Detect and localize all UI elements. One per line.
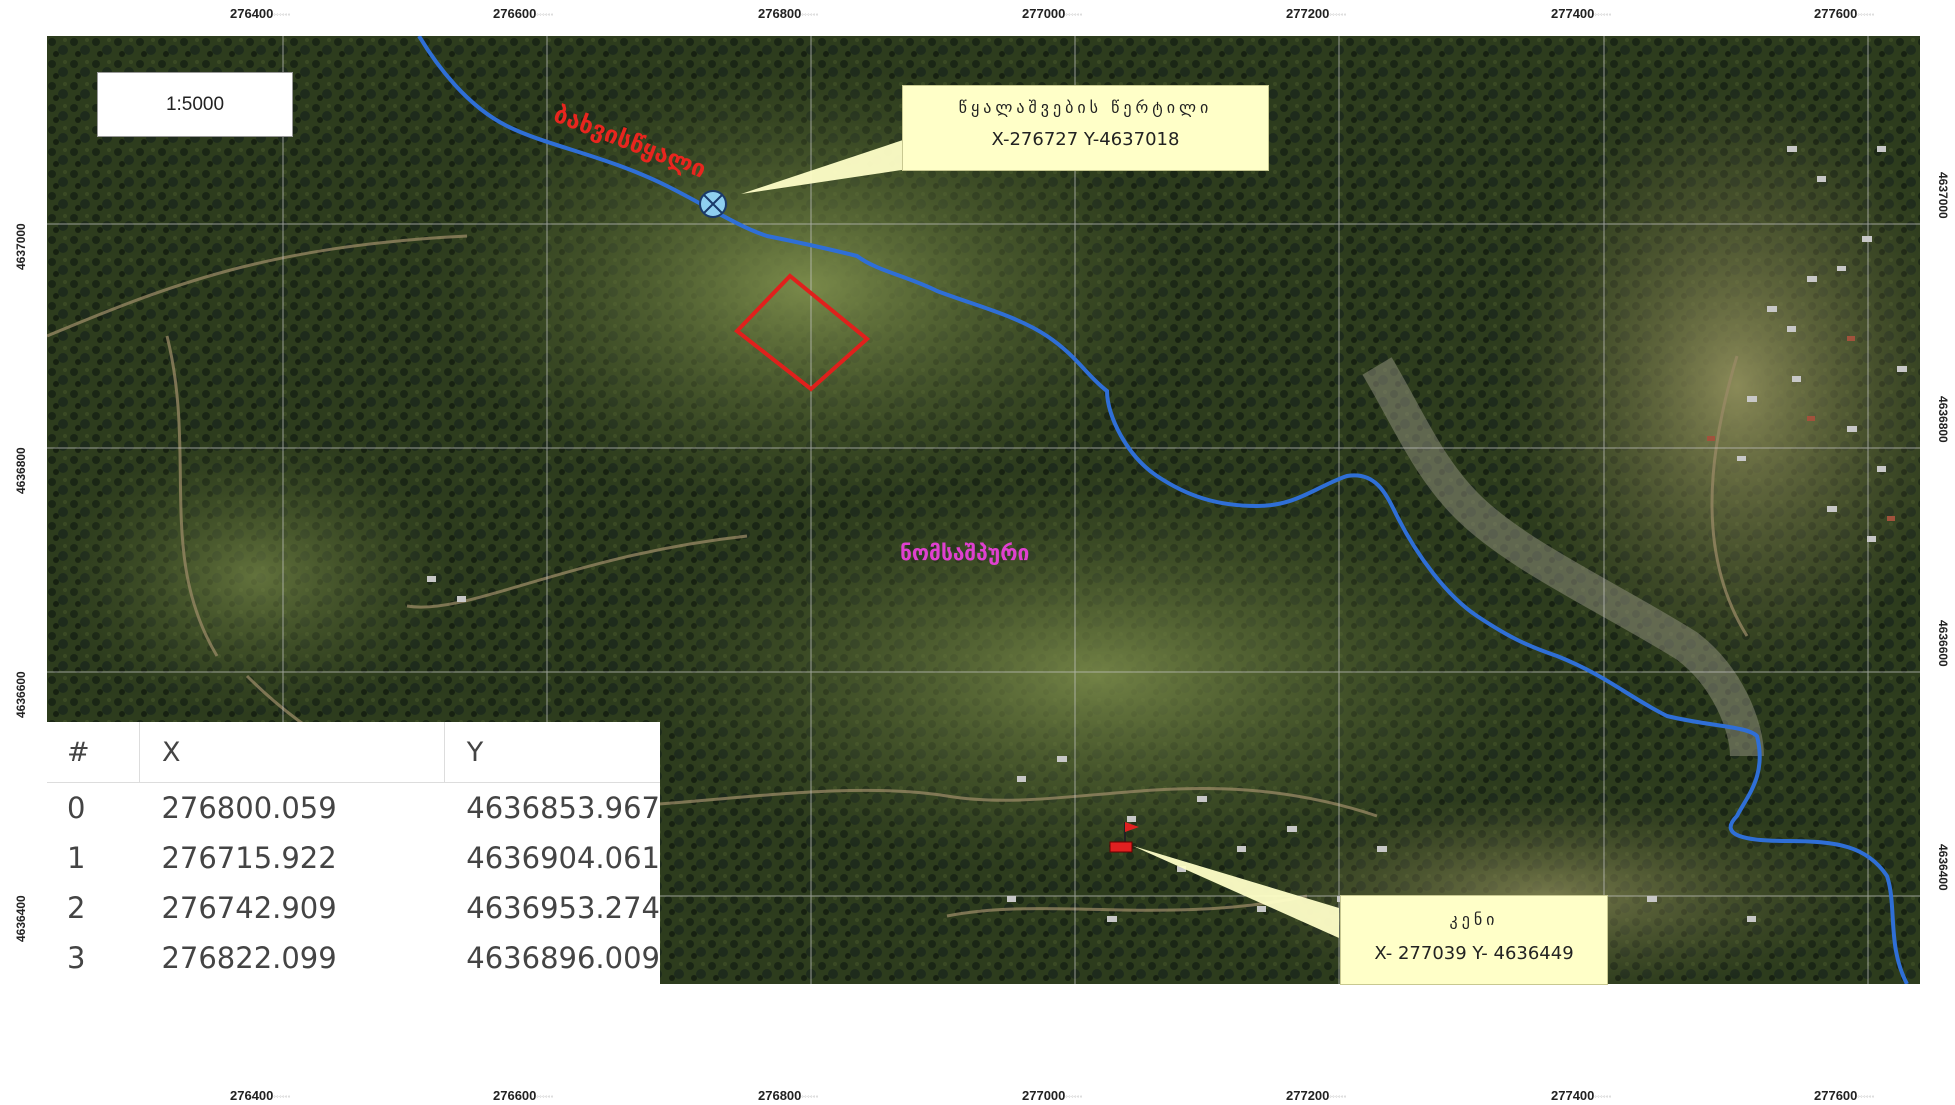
cell-y: 4636953.274 <box>466 891 660 925</box>
meadow-right <box>1507 86 1920 686</box>
y-tick-left-2: 4636600 <box>14 671 28 718</box>
river <box>417 36 1909 984</box>
x-tick-bottom-4: 277200°°°°°° <box>1286 1088 1347 1103</box>
cell-y: 4636896.009 <box>466 941 660 975</box>
intake-callout-pointer <box>741 136 915 194</box>
cell-y: 4636853.967 <box>466 791 660 825</box>
cell-index: 3 <box>67 941 86 975</box>
y-tick-left-1: 4636800 <box>14 447 28 494</box>
y-tick-right-2: 4636600 <box>1936 620 1950 667</box>
table-row: 1 276715.922 4636904.061 <box>47 833 660 883</box>
y-tick-right-3: 4636400 <box>1936 844 1950 891</box>
y-tick-left-3: 4636400 <box>14 895 28 942</box>
vertex-coordinates-table: # X Y 0 276800.059 4636853.967 1 276715.… <box>47 722 660 984</box>
x-tick-top-5: 277400°°°°°° <box>1551 6 1612 21</box>
map-scale: 1:5000 <box>97 72 293 137</box>
riverbed <box>1362 357 1764 757</box>
cell-x: 276715.922 <box>161 841 337 875</box>
x-tick-top-0: 276400°°°°°° <box>230 6 291 21</box>
table-row: 3 276822.099 4636896.009 <box>47 933 660 983</box>
intake-callout-name: წყალაშვების წერტილი <box>958 98 1213 117</box>
x-tick-bottom-6: 277600°°°°°° <box>1814 1088 1875 1103</box>
y-tick-right-0: 4637000 <box>1936 172 1950 219</box>
cell-y: 4636904.061 <box>466 841 660 875</box>
meadow-upper <box>427 66 1187 506</box>
y-tick-left-0: 4637000 <box>14 223 28 270</box>
intake-callout-coords: X-276727 Y-4637018 <box>991 129 1180 150</box>
plot-outline[interactable] <box>734 273 871 392</box>
column-header-x: X <box>138 722 445 783</box>
column-header-y: Y <box>443 722 660 783</box>
table-row: 2 276742.909 4636953.274 <box>47 883 660 933</box>
cell-x: 276742.909 <box>161 891 337 925</box>
cell-index: 1 <box>67 841 86 875</box>
x-tick-bottom-2: 276800°°°°°° <box>758 1088 819 1103</box>
well-callout-pointer <box>1133 846 1339 938</box>
x-tick-bottom-5: 277400°°°°°° <box>1551 1088 1612 1103</box>
x-tick-bottom-3: 277000°°°°°° <box>1022 1088 1083 1103</box>
intake-marker-icon[interactable] <box>699 190 727 218</box>
cell-x: 276822.099 <box>161 941 337 975</box>
x-tick-top-1: 276600°°°°°° <box>493 6 554 21</box>
well-callout: კენი X- 277039 Y- 4636449 <box>1340 895 1608 985</box>
table-row: 0 276800.059 4636853.967 <box>47 783 660 834</box>
cell-x: 276800.059 <box>161 791 337 825</box>
table-header-row: # X Y <box>47 722 660 783</box>
x-tick-bottom-1: 276600°°°°°° <box>493 1088 554 1103</box>
intake-callout: წყალაშვების წერტილი X-276727 Y-4637018 <box>902 85 1269 171</box>
meadow-left <box>57 436 457 716</box>
x-tick-top-6: 277600°°°°°° <box>1814 6 1875 21</box>
map-scale-text: 1:5000 <box>165 93 225 115</box>
settlement-label: ნომსაშპური <box>900 541 1030 565</box>
x-tick-top-4: 277200°°°°°° <box>1286 6 1347 21</box>
well-callout-name: კენი <box>1449 910 1499 929</box>
x-tick-bottom-0: 276400°°°°°° <box>230 1088 291 1103</box>
meadow-mid <box>637 476 1557 876</box>
x-tick-top-3: 277000°°°°°° <box>1022 6 1083 21</box>
cell-index: 0 <box>67 791 86 825</box>
cell-index: 2 <box>67 891 86 925</box>
x-tick-top-2: 276800°°°°°° <box>758 6 819 21</box>
well-callout-coords: X- 277039 Y- 4636449 <box>1374 943 1574 964</box>
y-tick-right-1: 4636800 <box>1936 396 1950 443</box>
flag-marker-icon[interactable] <box>1109 822 1139 853</box>
red-roofs <box>1707 336 1895 521</box>
column-header-index: # <box>47 722 140 783</box>
buildings <box>427 146 1907 922</box>
